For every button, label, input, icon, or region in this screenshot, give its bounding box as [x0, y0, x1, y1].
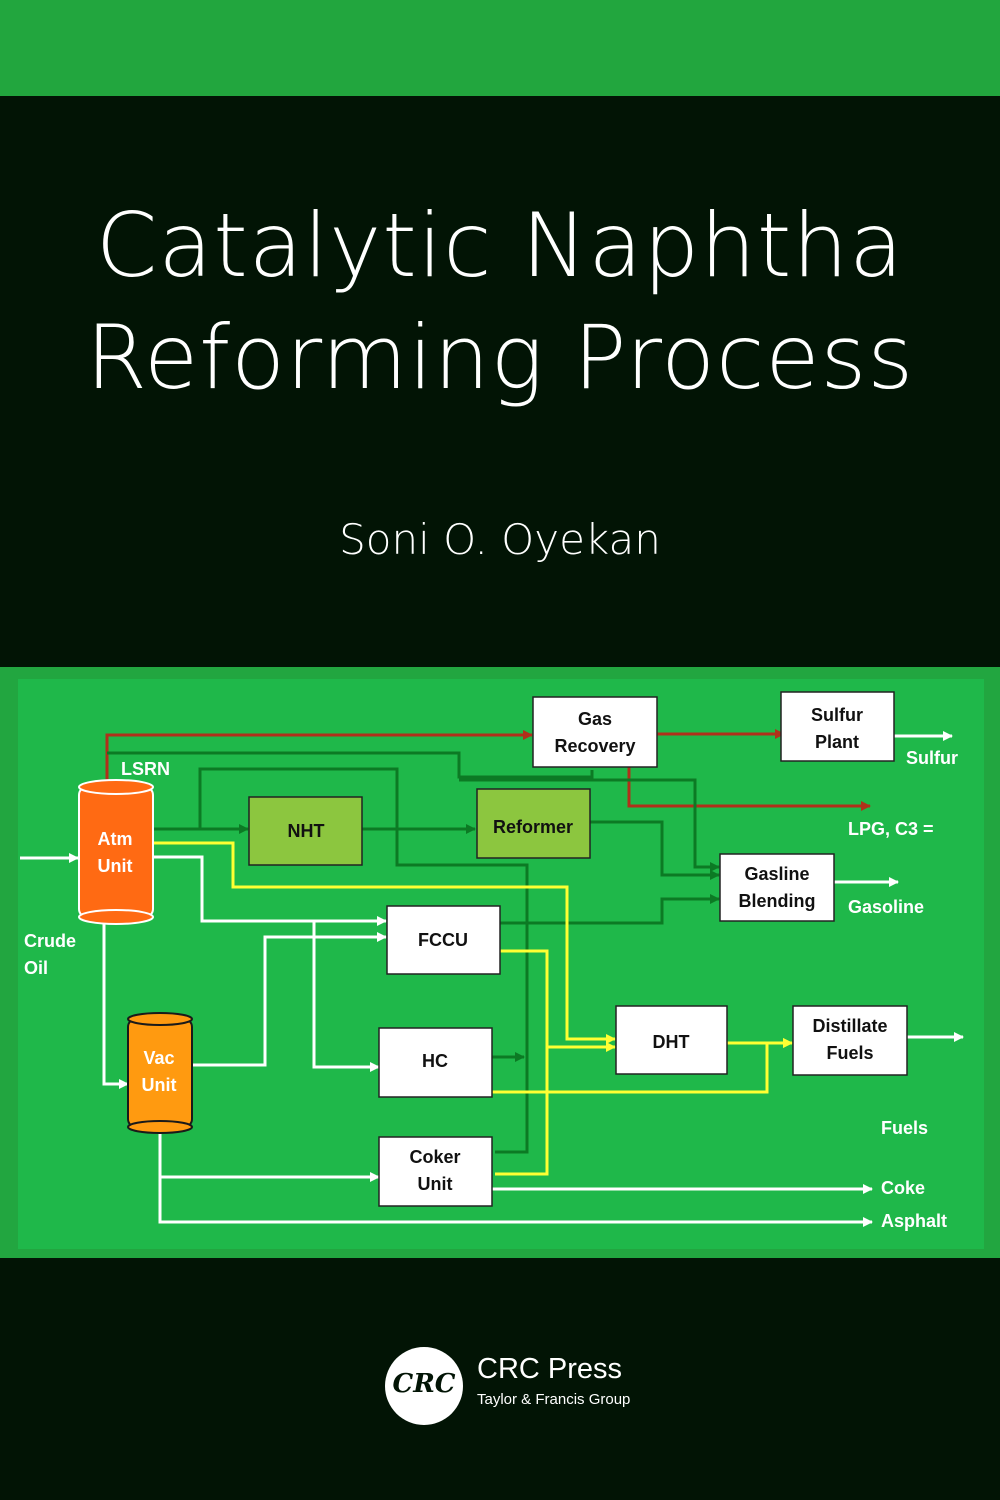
lsrn-label: LSRN	[121, 759, 170, 779]
vac-unit-label-line: Vac	[143, 1048, 174, 1068]
crude-oil-label-line: Oil	[24, 958, 48, 978]
asphalt-line	[158, 1177, 873, 1227]
crc-logo-text: CRC	[392, 1369, 456, 1399]
gasline-blending-label-line: Blending	[739, 891, 816, 911]
diagram-field	[18, 679, 984, 1249]
atm-unit-label-line: Unit	[98, 856, 133, 876]
green-flow-line	[500, 894, 720, 925]
dht-label-line: DHT	[653, 1032, 690, 1052]
hc-label-line: HC	[422, 1051, 448, 1071]
red-flow-line	[105, 730, 533, 781]
crc-logo-icon: CRC	[385, 1347, 463, 1425]
white-flow-line	[312, 921, 380, 1072]
book-title: Catalytic Naphtha Reforming Process	[0, 190, 1000, 414]
coker-unit-label-line: Unit	[418, 1174, 453, 1194]
nht-label-line: NHT	[288, 821, 325, 841]
white-flow-line	[192, 932, 387, 1067]
hc-box	[378, 1027, 493, 1098]
reformer-label-line: Reformer	[493, 817, 573, 837]
gas-recovery-label-line: Gas	[578, 709, 612, 729]
gasline-blending-box	[719, 853, 835, 922]
asphalt-label-line: Asphalt	[881, 1211, 947, 1231]
coke-label: Coke	[881, 1178, 925, 1198]
coker-unit-label-line: Coker	[409, 1147, 460, 1167]
title-line-2: Reforming Process	[85, 306, 915, 409]
dht-box	[615, 1005, 728, 1075]
lpg-label: LPG, C3 =	[848, 819, 934, 839]
fccu-label: FCCU	[418, 930, 468, 950]
yellow-flow-line	[154, 841, 616, 1044]
sulfur-plant-label-line: Plant	[815, 732, 859, 752]
publisher-name: CRC Press	[477, 1353, 623, 1385]
vac-unit-label-line: Unit	[142, 1075, 177, 1095]
gasoline-label: Gasoline	[848, 897, 924, 917]
distillate-fuels-label-line: Fuels	[826, 1043, 873, 1063]
lsrn-label-line: LSRN	[121, 759, 170, 779]
yellow-flow-line	[495, 949, 549, 1176]
crude-oil-label-line: Crude	[24, 931, 76, 951]
white-flow-line	[102, 919, 129, 1089]
sulfur-label: Sulfur	[906, 748, 958, 768]
dht-label: DHT	[653, 1032, 690, 1052]
distillate-fuels-label-line: Distillate	[812, 1016, 887, 1036]
green-flow-line	[198, 767, 529, 1154]
sulfur-plant-box	[780, 691, 895, 762]
sulfur-label-line: Sulfur	[906, 748, 958, 768]
green-flow-line	[107, 751, 594, 779]
gasoline-label-line: Gasoline	[848, 897, 924, 917]
green-flow-line	[590, 820, 720, 880]
coker-unit-box	[378, 1136, 493, 1207]
nht-label: NHT	[288, 821, 325, 841]
hc-label: HC	[422, 1051, 448, 1071]
publisher-logo: CRC CRC Press Taylor & Francis Group	[385, 1345, 665, 1425]
atm-unit-label-line: Atm	[98, 829, 133, 849]
title-line-1: Catalytic Naphtha	[95, 194, 905, 297]
distillate-fuels-box	[792, 1005, 908, 1076]
nht-box	[248, 796, 363, 866]
fuels-label-line: Fuels	[881, 1118, 928, 1138]
lpg-label-line: LPG, C3 =	[848, 819, 934, 839]
asphalt-label: Asphalt	[881, 1211, 947, 1231]
publisher-subtitle: Taylor & Francis Group	[477, 1391, 631, 1408]
fccu-label-line: FCCU	[418, 930, 468, 950]
author-name: Soni O. Oyekan	[339, 515, 661, 564]
gas-recovery-box	[532, 696, 658, 768]
top-color-band	[0, 0, 1000, 96]
coke-label-line: Coke	[881, 1178, 925, 1198]
white-flow-line	[154, 855, 387, 926]
gasline-blending-label-line: Gasline	[744, 864, 809, 884]
fuels-label: Fuels	[881, 1118, 928, 1138]
sulfur-plant-label-line: Sulfur	[811, 705, 863, 725]
reformer-box	[476, 788, 591, 859]
gas-recovery-label-line: Recovery	[554, 736, 635, 756]
reformer-label: Reformer	[493, 817, 573, 837]
green-flow-line	[459, 778, 720, 872]
fccu-box	[386, 905, 501, 975]
